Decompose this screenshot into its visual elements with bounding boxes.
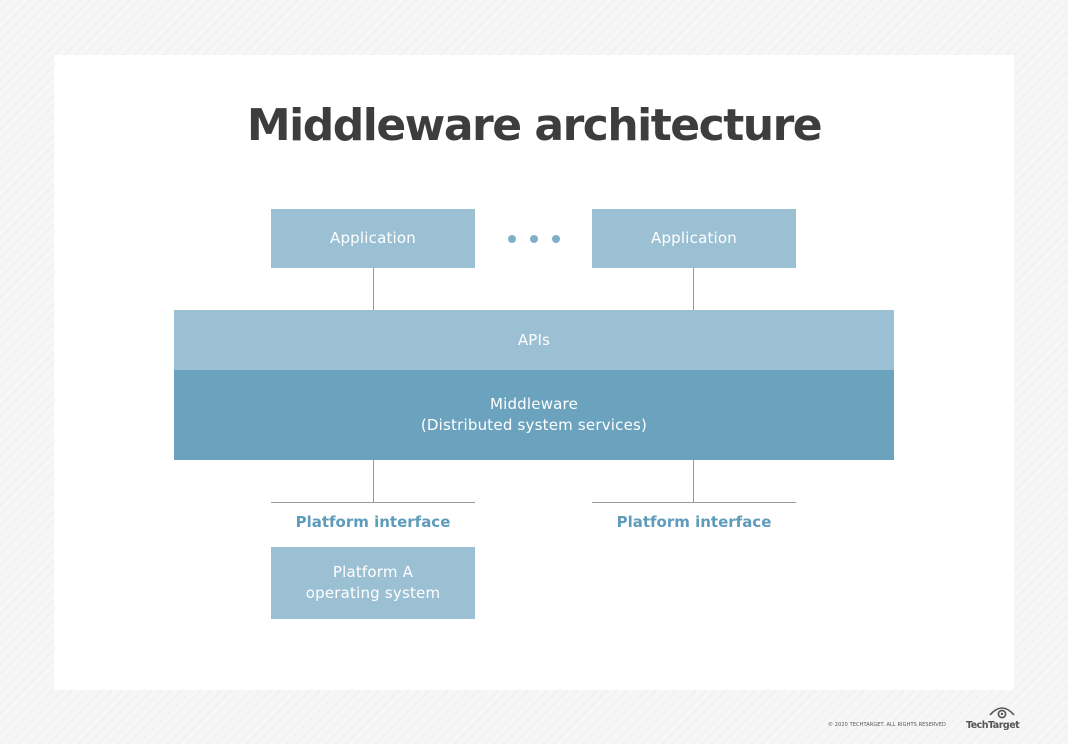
copyright-notice: © 2020 TECHTARGET. ALL RIGHTS RESERVED: [828, 722, 946, 728]
connector-app-right: [693, 268, 694, 310]
application-label-left: Application: [329, 229, 416, 247]
platform-interface-line-right: [592, 502, 796, 503]
ellipsis-dot-2: [530, 235, 538, 243]
application-box-right: Application: [592, 209, 796, 268]
ellipsis-dot-1: [508, 235, 516, 243]
connector-platform-left: [373, 460, 374, 502]
eye-icon: [989, 707, 1015, 719]
platform-interface-label-right: Platform interface: [616, 513, 772, 531]
middleware-sublabel: (Distributed system services): [420, 416, 648, 434]
apis-label: APIs: [517, 330, 551, 349]
ellipsis-dot-3: [552, 235, 560, 243]
platform-interface-line-left: [271, 502, 475, 503]
apis-layer: APIs: [174, 310, 894, 370]
connector-app-left: [373, 268, 374, 310]
platform-interface-label-left: Platform interface: [295, 513, 451, 531]
connector-platform-right: [693, 460, 694, 502]
platform-a-label: Platform A: [332, 563, 414, 581]
middleware-layer: Middleware (Distributed system services): [174, 370, 894, 460]
techtarget-logo: TechTarget: [966, 705, 1020, 735]
application-label-right: Application: [650, 229, 737, 247]
middleware-label: Middleware: [489, 395, 579, 413]
logo-wordmark: TechTarget: [966, 720, 1020, 731]
diagram-title: Middleware architecture: [246, 100, 823, 151]
platform-a-box: Platform A operating system: [271, 547, 475, 619]
platform-a-sublabel: operating system: [305, 584, 441, 602]
application-box-left: Application: [271, 209, 475, 268]
